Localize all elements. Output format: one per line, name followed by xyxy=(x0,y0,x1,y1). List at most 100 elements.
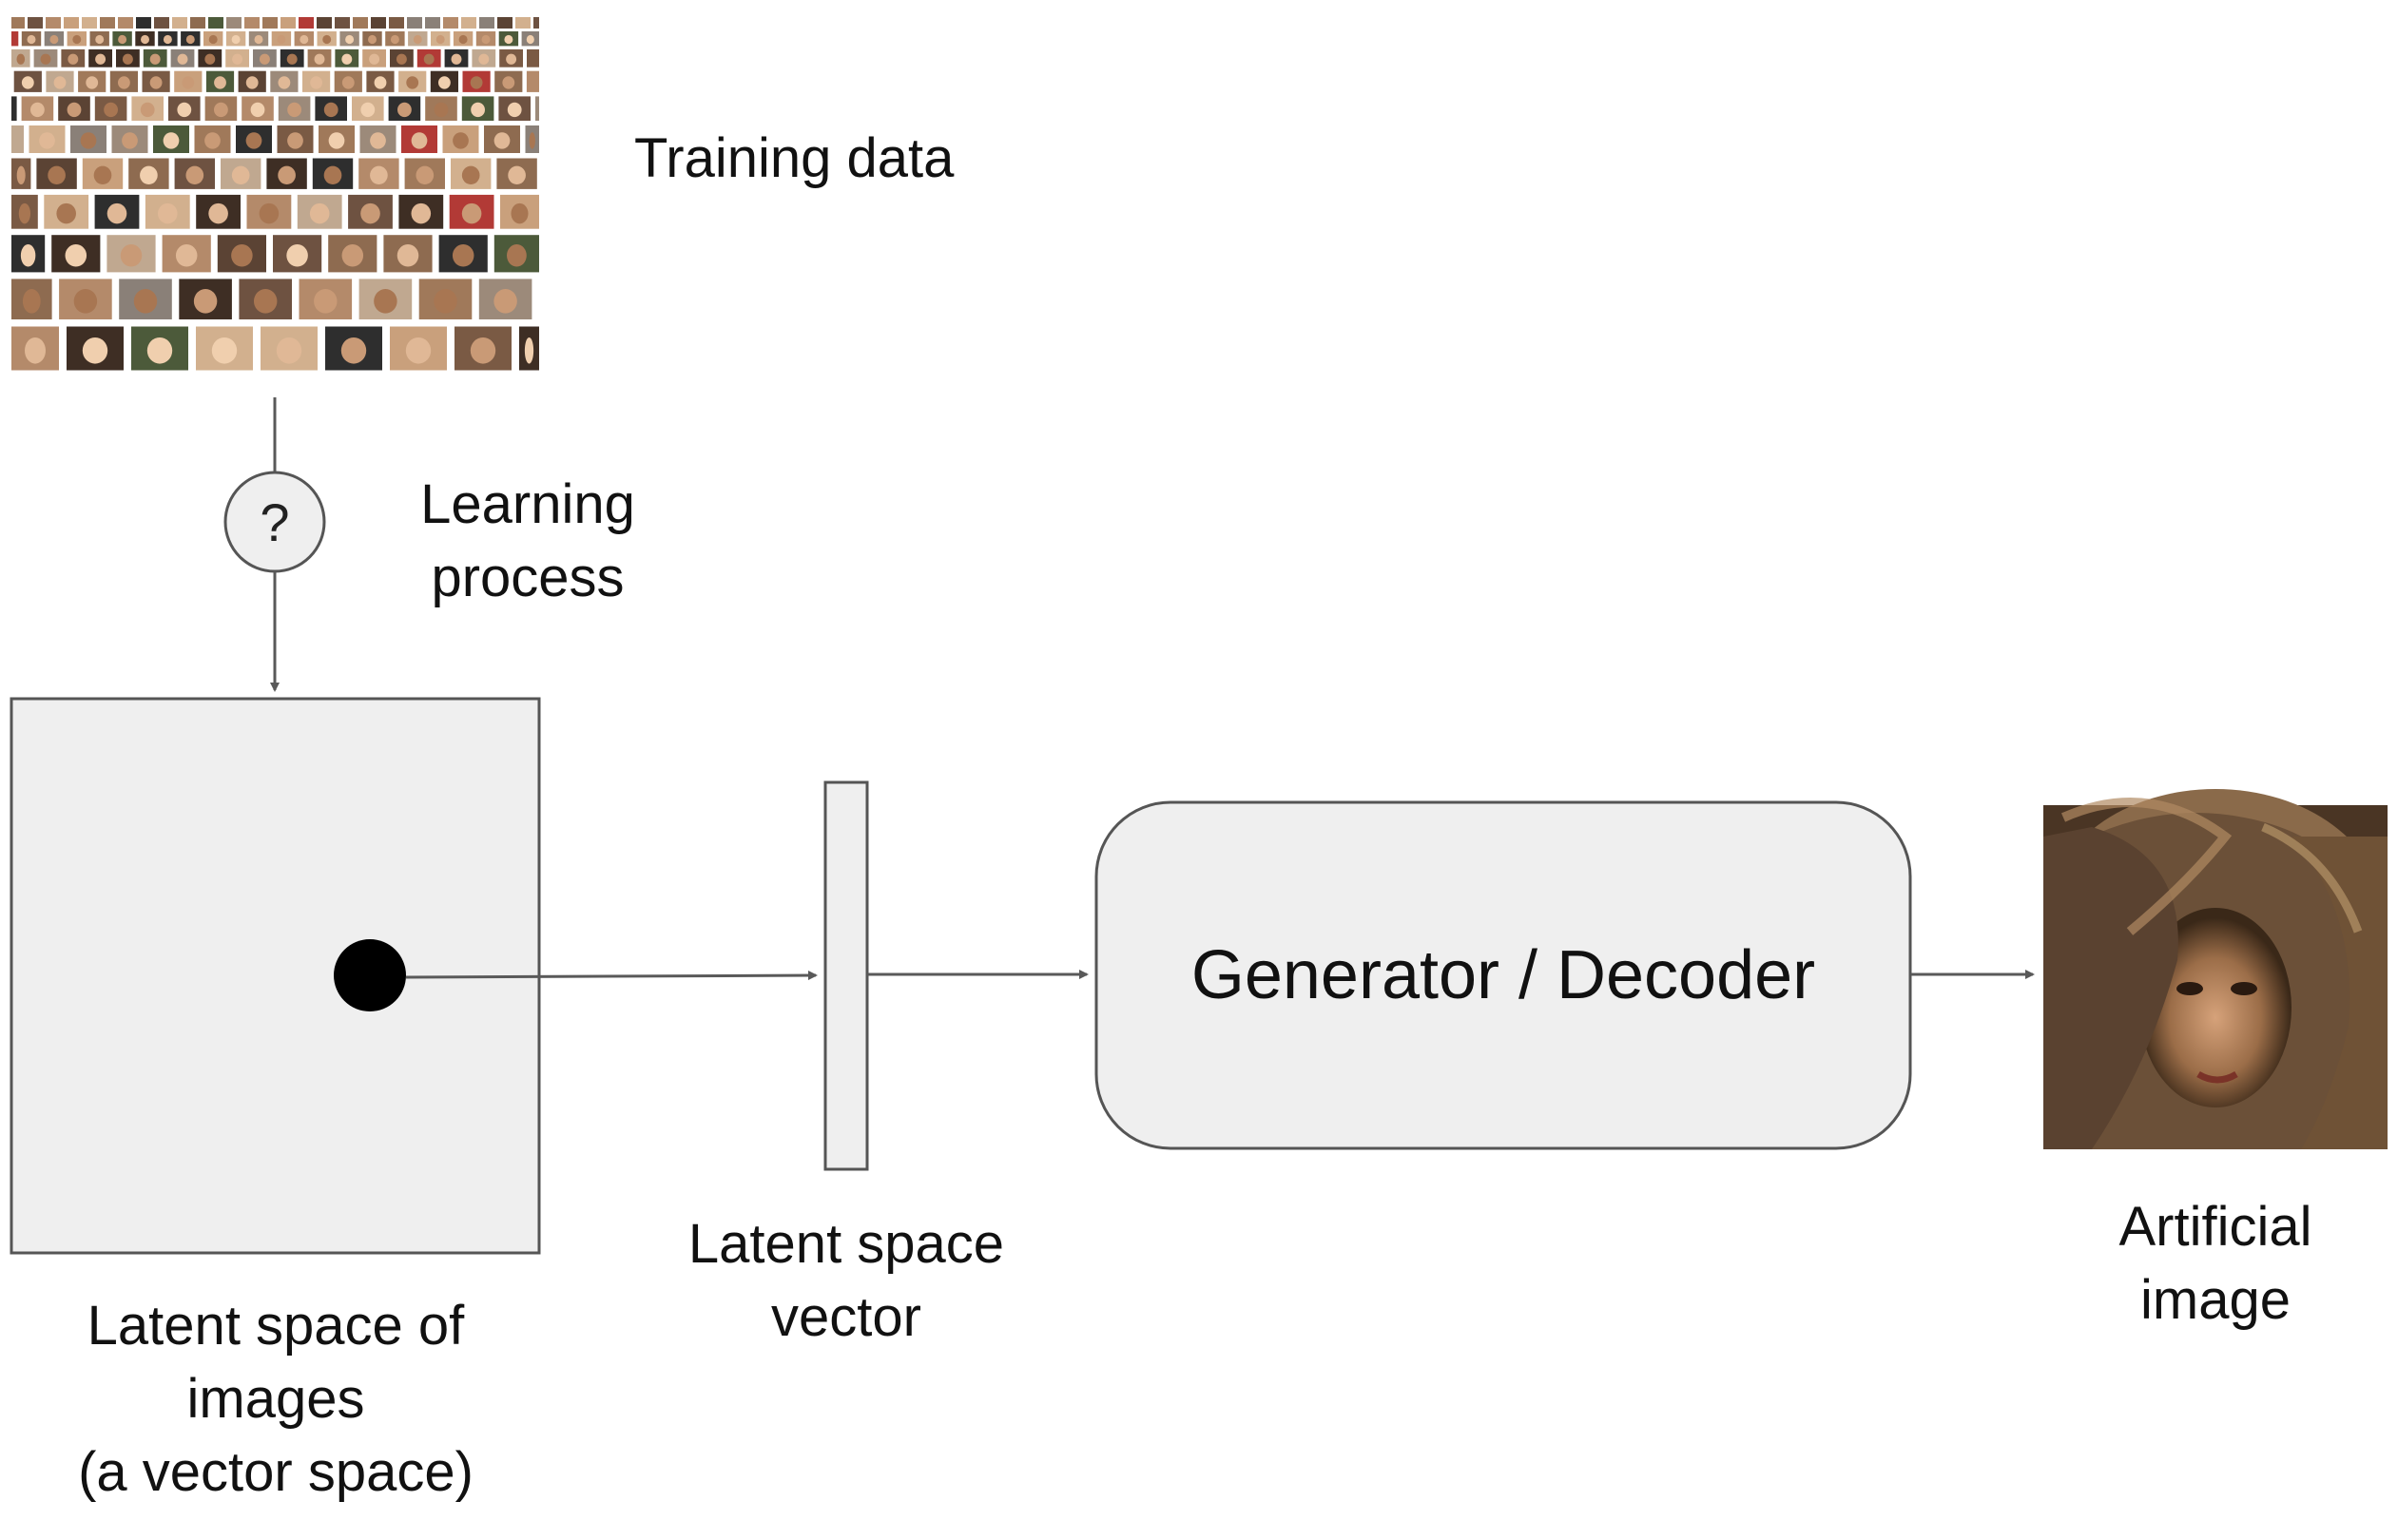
collage-face-thumbnail xyxy=(11,17,25,29)
collage-face xyxy=(345,34,355,45)
collage-face xyxy=(40,53,51,65)
collage-face xyxy=(259,202,280,224)
collage-face xyxy=(117,76,130,89)
collage-face xyxy=(232,53,243,65)
collage-face-thumbnail xyxy=(118,17,133,29)
collage-face-thumbnail xyxy=(497,17,512,29)
collage-face xyxy=(470,337,496,364)
collage-face-thumbnail xyxy=(533,17,539,29)
collage-face xyxy=(397,102,412,118)
collage-face xyxy=(259,53,270,65)
collage-face xyxy=(341,76,355,89)
collage-face xyxy=(470,76,483,89)
training-data-label: Training data xyxy=(634,127,955,189)
collage-face xyxy=(22,289,41,314)
collage-face-thumbnail xyxy=(353,17,368,29)
latent-space-images-label: Latent space of images (a vector space) xyxy=(19,1289,532,1509)
collage-face-thumbnail xyxy=(208,17,223,29)
collage-face-thumbnail xyxy=(526,70,539,92)
collage-face xyxy=(370,165,388,185)
collage-face xyxy=(508,165,526,185)
collage-face-thumbnail xyxy=(371,17,386,29)
collage-face xyxy=(56,202,76,224)
collage-face-thumbnail xyxy=(425,17,440,29)
collage-face-thumbnail xyxy=(136,17,151,29)
collage-face xyxy=(287,102,301,118)
collage-face-thumbnail xyxy=(535,96,539,121)
collage-face xyxy=(158,202,178,224)
collage-face-thumbnail xyxy=(280,17,296,29)
collage-face xyxy=(396,53,407,65)
collage-face xyxy=(341,244,364,267)
collage-face xyxy=(245,76,259,89)
collage-face xyxy=(526,34,534,45)
collage-face-thumbnail xyxy=(11,31,19,47)
collage-face xyxy=(507,244,527,267)
latent-space-images-line-3: (a vector space) xyxy=(78,1441,474,1503)
collage-face xyxy=(374,76,387,89)
collage-face xyxy=(49,34,59,45)
collage-face xyxy=(314,53,325,65)
collage-face xyxy=(106,202,127,224)
collage-face xyxy=(423,53,435,65)
collage-face xyxy=(506,53,517,65)
collage-face xyxy=(253,289,278,314)
collage-face-thumbnail xyxy=(461,17,476,29)
collage-face xyxy=(504,34,513,45)
collage-face xyxy=(86,76,99,89)
generator-label: Generator / Decoder xyxy=(1190,937,1816,1013)
collage-face-thumbnail xyxy=(262,17,278,29)
collage-face xyxy=(72,34,82,45)
learning-process-line-1: Learning xyxy=(420,473,635,535)
collage-face xyxy=(140,102,155,118)
collage-face-thumbnail xyxy=(389,17,404,29)
collage-face xyxy=(68,53,79,65)
collage-face-thumbnail xyxy=(11,125,24,153)
collage-face xyxy=(95,34,105,45)
latent-space-vector-label: Latent space vector xyxy=(656,1207,1036,1354)
latent-vector-bar xyxy=(823,780,869,1171)
collage-face xyxy=(182,76,195,89)
point-to-vector-arrow xyxy=(405,971,818,981)
collage-face xyxy=(369,53,380,65)
collage-face xyxy=(120,244,143,267)
collage-face xyxy=(21,76,34,89)
collage-face xyxy=(309,202,330,224)
collage-face xyxy=(434,289,457,314)
collage-face xyxy=(122,132,138,149)
collage-face xyxy=(204,53,216,65)
collage-face-thumbnail xyxy=(407,17,422,29)
question-mark-icon: ? xyxy=(260,491,290,552)
collage-face-thumbnail xyxy=(11,96,17,121)
collage-face xyxy=(406,76,419,89)
collage-face xyxy=(277,34,286,45)
collage-face xyxy=(93,165,112,185)
collage-face xyxy=(208,202,228,224)
collage-face xyxy=(65,244,87,267)
artificial-image-label: Artificial image xyxy=(2073,1190,2358,1337)
collage-face xyxy=(231,165,250,185)
collage-face xyxy=(163,34,172,45)
collage-face-thumbnail xyxy=(317,17,332,29)
collage-face xyxy=(452,244,474,267)
collage-face xyxy=(322,34,332,45)
collage-face xyxy=(278,165,296,185)
collage-face xyxy=(149,76,163,89)
collage-face xyxy=(25,337,46,364)
collage-face-thumbnail xyxy=(46,17,61,29)
collage-face xyxy=(341,53,353,65)
latent-point xyxy=(334,939,406,1011)
collage-face xyxy=(524,337,534,364)
collage-face xyxy=(413,34,422,45)
learning-process-label: Learning process xyxy=(390,468,666,614)
collage-face xyxy=(323,165,342,185)
collage-face xyxy=(73,289,98,314)
collage-face xyxy=(453,132,469,149)
collage-face xyxy=(211,337,238,364)
collage-face xyxy=(185,34,195,45)
collage-face xyxy=(374,289,397,314)
collage-face xyxy=(286,53,298,65)
collage-face xyxy=(314,289,338,314)
collage-face-thumbnail xyxy=(443,17,458,29)
